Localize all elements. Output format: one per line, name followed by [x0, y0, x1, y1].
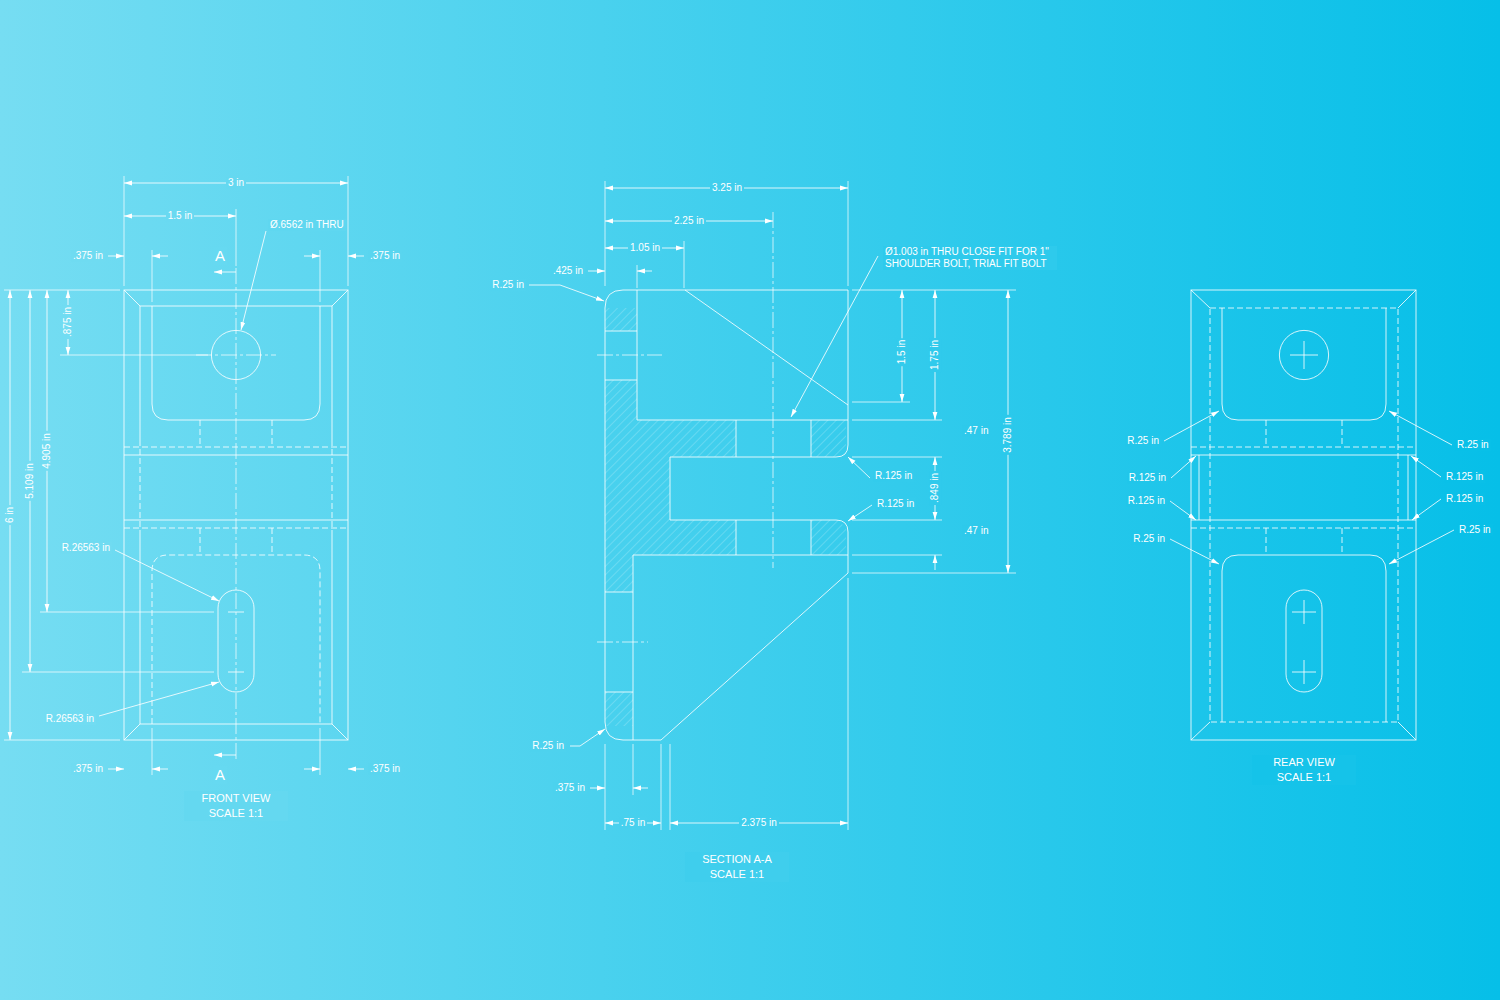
outline-line — [1279, 330, 1328, 379]
leader-line — [214, 272, 236, 273]
leader-line — [1389, 530, 1454, 564]
leader-line — [108, 256, 124, 257]
dimension-text: R.26563 in — [44, 713, 96, 725]
leader-line — [304, 769, 320, 770]
dimension-text: .875 in — [62, 305, 74, 339]
section-hatch — [605, 308, 846, 726]
dimension-text: R.25 in — [1131, 533, 1167, 545]
leader-line — [1164, 411, 1219, 441]
leader-line — [1389, 411, 1452, 445]
dimension-text: 3.789 in — [1002, 415, 1014, 455]
leader-line — [1171, 456, 1196, 478]
extension-line — [605, 181, 1016, 830]
leader-line — [304, 256, 320, 257]
leader-line — [1411, 456, 1441, 477]
leader-line — [108, 769, 124, 770]
leader-line — [529, 285, 604, 301]
dimension-text: R.125 in — [1127, 472, 1168, 484]
outline-line — [1191, 290, 1416, 740]
dimension-text: 5.109 in — [24, 461, 36, 501]
leader-line — [99, 682, 219, 716]
dimension-text: .375 in — [368, 763, 402, 775]
leader-line — [152, 256, 168, 257]
center-line — [196, 268, 276, 760]
dimension-text: 2.25 in — [672, 215, 706, 227]
view-caption: REAR VIEW SCALE 1:1 — [1252, 755, 1356, 785]
dimension-text: .375 in — [71, 763, 105, 775]
leader-line — [1170, 501, 1196, 520]
dimension-text: .849 in — [929, 471, 941, 505]
outline-line — [1286, 590, 1322, 692]
leader-line — [1412, 499, 1441, 520]
dimension-text: .47 in — [962, 425, 990, 437]
view-caption: FRONT VIEW SCALE 1:1 — [184, 791, 288, 821]
leader-line — [848, 505, 872, 521]
dimension-text: 1.5 in — [896, 338, 908, 366]
leader-line — [590, 788, 605, 789]
dimension-text: 2.375 in — [739, 817, 779, 829]
callout-note: Ø1.003 in THRU CLOSE FIT FOR 1" SHOULDER… — [883, 246, 1057, 270]
dimension-text: 1.75 in — [929, 338, 941, 372]
outline-line — [1191, 290, 1416, 740]
dimension-text: 4.905 in — [41, 431, 53, 471]
front-view — [4, 176, 364, 775]
section-letter: A — [213, 247, 227, 265]
dimension-text: 1.5 in — [166, 210, 194, 222]
dimension-text: 1.05 in — [628, 242, 662, 254]
dimension-text: .75 in — [619, 817, 647, 829]
leader-line — [791, 256, 878, 417]
dimension-text: Ø.6562 in THRU — [268, 219, 346, 231]
dimension-text: R.125 in — [1444, 493, 1485, 505]
leader-line — [637, 271, 652, 272]
dimension-text: 3.25 in — [710, 182, 744, 194]
dimension-text: R.125 in — [1126, 495, 1167, 507]
view-caption: SECTION A-A SCALE 1:1 — [685, 852, 789, 882]
leader-line — [588, 271, 605, 272]
dimension-text: R.26563 in — [60, 542, 112, 554]
leader-line — [1170, 539, 1219, 564]
leader-line — [241, 231, 266, 330]
leader-line — [570, 729, 605, 746]
dimension-text: .375 in — [368, 250, 402, 262]
leader-line — [152, 769, 168, 770]
rear-view — [1164, 290, 1454, 740]
dimension-text: R.25 in — [530, 740, 566, 752]
dimension-text: R.125 in — [875, 498, 916, 510]
dimension-text: .375 in — [71, 250, 105, 262]
leader-line — [214, 755, 236, 756]
hidden-line — [1191, 308, 1416, 722]
leader-line — [115, 550, 219, 601]
dimension-text: .47 in — [962, 525, 990, 537]
leader-line — [935, 555, 936, 570]
dimension-text: R.125 in — [1444, 471, 1485, 483]
dimension-text: R.25 in — [490, 279, 526, 291]
dimension-text: R.25 in — [1125, 435, 1161, 447]
dimension-text: R.125 in — [873, 470, 914, 482]
dimension-text: R.25 in — [1457, 524, 1493, 536]
dimension-text: .425 in — [551, 265, 585, 277]
dimension-text: .375 in — [553, 782, 587, 794]
center-line — [597, 212, 773, 642]
dimension-text: 6 in — [4, 505, 16, 525]
extension-line — [4, 176, 348, 775]
leader-line — [848, 457, 870, 478]
section-letter: A — [213, 766, 227, 784]
leader-line — [348, 769, 364, 770]
outline-line — [605, 290, 848, 740]
leader-line — [633, 788, 648, 789]
leader-line — [348, 256, 364, 257]
dimension-text: R.25 in — [1455, 439, 1491, 451]
section-view — [529, 181, 1016, 830]
dimension-text: 3 in — [226, 177, 246, 189]
